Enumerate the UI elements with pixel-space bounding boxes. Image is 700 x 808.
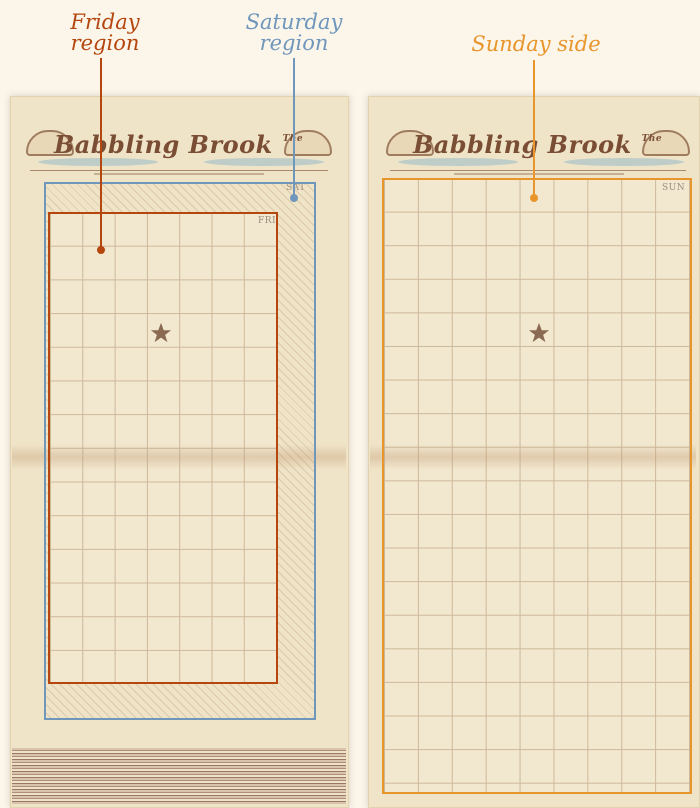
sunday-callout-line-1: Sunday side [463,34,609,55]
right-masthead-subline [454,173,624,175]
sunday-leader-dot [530,194,538,202]
friday-leader-dot [97,246,105,254]
friday-callout-line-1: Friday [55,12,155,33]
saturday-callout: Saturday region [232,12,356,54]
friday-leader-line [100,58,102,250]
left-page-stack [12,748,346,804]
right-masthead-title: Babbling Brook The [384,130,692,159]
saturday-leader-line [293,58,295,198]
sunday-region [382,178,692,794]
left-masthead-title-text: Babbling Brook [54,130,273,159]
sunday-callout: Sunday side [463,34,609,55]
right-masthead-title-text: Babbling Brook [413,130,632,159]
sunday-leader-line [533,60,535,198]
friday-region [48,212,278,684]
left-masthead-title: Babbling Brook The [24,130,334,159]
friday-callout-line-2: region [55,33,155,54]
right-masthead-wave [398,158,518,166]
right-masthead-wave-2 [564,158,684,166]
right-masthead: Babbling Brook The [384,122,692,178]
left-masthead-wave-2 [204,158,324,166]
left-masthead-subline [94,173,264,175]
saturday-leader-dot [290,194,298,202]
left-masthead: Babbling Brook The [24,122,334,178]
left-masthead-rule [30,170,328,171]
saturday-callout-line-2: region [232,33,356,54]
right-masthead-rule [390,170,686,171]
left-masthead-wave [38,158,158,166]
saturday-callout-line-1: Saturday [232,12,356,33]
right-masthead-the: The [642,134,662,144]
friday-callout: Friday region [55,12,155,54]
